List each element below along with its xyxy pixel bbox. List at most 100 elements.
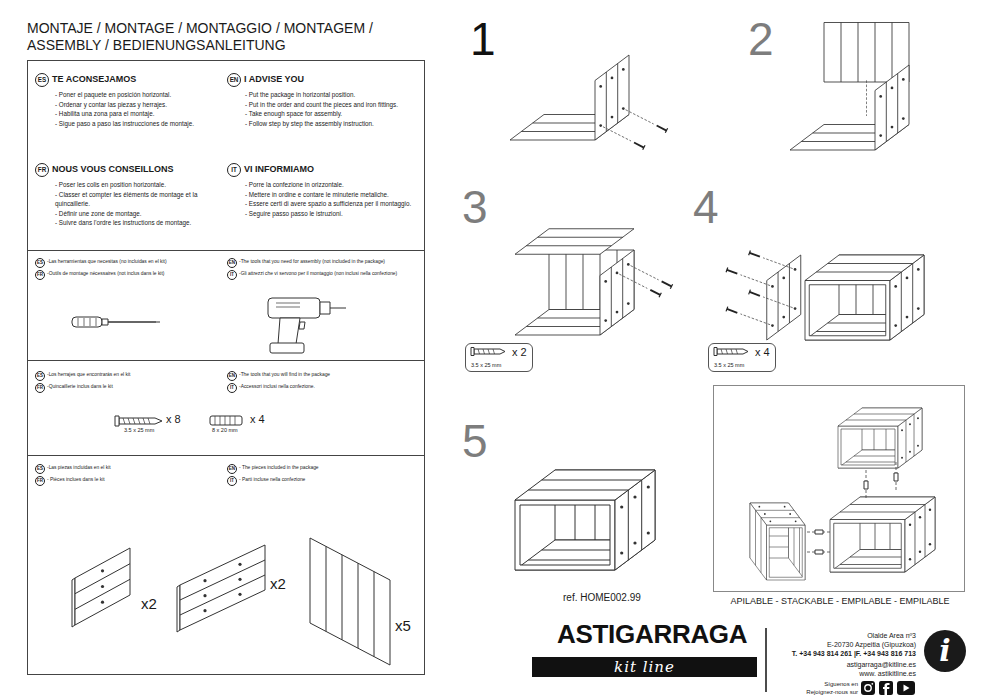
screwdriver-drawing xyxy=(72,317,160,327)
youtube-icon xyxy=(897,681,915,695)
instagram-icon xyxy=(861,681,875,695)
language-badge: IT xyxy=(227,383,237,393)
language-badge: EN xyxy=(227,464,237,474)
language-badge: ES xyxy=(35,73,49,87)
end-panel-piece xyxy=(75,548,130,625)
language-badge: EN xyxy=(227,371,237,381)
node-text: VI INFORMIAMO xyxy=(244,164,419,175)
stacked-crates xyxy=(750,503,805,580)
step-4-drawing xyxy=(749,250,794,270)
step-number: 4 xyxy=(693,184,719,230)
node-text: -The tools that you need for assembly (n… xyxy=(239,259,422,266)
node-text: - Habilita una zona para el montaje. xyxy=(55,109,225,119)
node-text: FR xyxy=(38,167,46,173)
node-text: I ADVISE YOU xyxy=(244,74,419,85)
dowel-drawing xyxy=(215,416,235,425)
node-text: NOUS VOUS CONSEILLONS xyxy=(52,164,222,175)
back-sheet-piece xyxy=(326,546,374,656)
text-group: I ADVISE YOU xyxy=(244,74,419,85)
node-text: EN xyxy=(230,77,239,83)
instagram-icon xyxy=(871,683,873,685)
text-group: Rejoignez-nous sur xyxy=(768,689,858,696)
step-number: 2 xyxy=(748,16,774,62)
node-text: i xyxy=(939,636,950,666)
drill-drawing xyxy=(268,298,346,353)
dowel-drawing xyxy=(210,416,242,425)
text-group: - Poser les colis en position horizontal… xyxy=(55,180,225,228)
node-text: - The pieces included in the package xyxy=(239,465,422,472)
node-text: -Quincaillerie inclus dans le kit xyxy=(47,384,225,391)
node-text: IT xyxy=(230,273,234,278)
text-group: x2 xyxy=(270,576,286,591)
node-text: IT xyxy=(230,479,234,484)
hardware-callout: 3.5 x 25 mmx 4 xyxy=(708,343,776,372)
back-sheet-piece xyxy=(310,538,390,665)
stacked-crates xyxy=(750,408,935,580)
youtube-icon xyxy=(904,685,910,692)
reference-code: ref. HOME002.99 xyxy=(563,593,641,603)
screwdriver-drawing xyxy=(156,322,160,323)
text-group: x 8 xyxy=(166,414,181,425)
callout-screw xyxy=(471,348,505,356)
node-text: IT xyxy=(230,386,234,391)
text-group: -Outils de montage nécessaires (not incl… xyxy=(47,271,225,278)
text-group: T. +34 943 814 261 |F. +34 943 816 713 xyxy=(766,650,916,658)
end-panel-piece xyxy=(101,569,104,572)
node-text: - Définir une zone de montage. xyxy=(55,209,225,219)
node-text: - Parti incluse nella confezione xyxy=(239,477,422,484)
step-number: 1 xyxy=(470,16,496,62)
callout-screw xyxy=(721,349,738,354)
step-3-drawing xyxy=(618,272,661,297)
language-badge: IT xyxy=(227,476,237,486)
contact-line: E-20730 Azpeitia (Gipuzkoa) xyxy=(766,641,916,649)
stacked-crates xyxy=(830,497,935,572)
text-group: 3.5 x 25 mm xyxy=(471,363,531,369)
step-4-drawing xyxy=(726,267,771,287)
language-badge: EN xyxy=(227,73,241,87)
text-group: x 4 xyxy=(755,347,775,358)
text-group: - Pièces inclues dans le kit xyxy=(47,477,225,484)
node-text: - Follow step by step the assembly instr… xyxy=(245,119,423,129)
separator-line xyxy=(765,628,767,692)
step-number: 5 xyxy=(462,418,488,464)
step-4-drawing xyxy=(726,250,924,340)
node-text: - Take enough space for assembly. xyxy=(245,109,423,119)
node-text: - Porre la confezione in orizzontale. xyxy=(245,180,423,190)
node-text: -Gli attrezzi che vi servono per il mont… xyxy=(239,271,422,278)
screw-drawing xyxy=(123,418,150,424)
quantity-label: x 8 xyxy=(166,414,181,425)
node-text: - Essere certi di avere spazio a suffici… xyxy=(245,199,423,209)
stacked-crates xyxy=(815,550,823,554)
step-4-drawing xyxy=(767,255,801,340)
text-group: 5 xyxy=(462,418,488,464)
node-text: FR xyxy=(37,386,43,391)
facebook-icon xyxy=(883,683,890,695)
step-1-drawing xyxy=(595,55,629,140)
stacked-crates xyxy=(815,530,823,534)
end-panel-piece xyxy=(75,564,130,610)
social-label: Síguenos en xyxy=(768,681,858,688)
node-text: -Los herrajes que encontrarás en el kit xyxy=(47,372,225,379)
hardware-section: -Los herrajes que encontrarás en el kit -… xyxy=(27,360,425,456)
facebook-icon xyxy=(879,681,893,695)
text-group: -Las herramientas que necesitas (no incl… xyxy=(47,259,225,266)
text-group: - Put the package in horizontal position… xyxy=(245,90,423,128)
stacked-crates xyxy=(864,481,868,489)
hardware-callout: 3.5 x 25 mm x 2 xyxy=(465,343,533,372)
contact-line: T. +34 943 814 261 |F. +34 943 816 713 xyxy=(766,650,916,658)
step-4-drawing xyxy=(726,307,771,327)
text-group: x 2 xyxy=(512,347,532,358)
language-badge: IT xyxy=(227,163,241,177)
drill-drawing xyxy=(330,308,346,309)
callout-screw xyxy=(717,349,748,354)
node-text: -The tools that you will find in the pac… xyxy=(239,372,422,379)
node-text: x 4 xyxy=(755,347,770,358)
node-text: - Suivre dans l'ordre les instructions d… xyxy=(55,218,225,228)
node-text: -Outils de montage nécessaires (not incl… xyxy=(47,271,225,278)
node-text: EN xyxy=(229,261,235,266)
step-1-drawing xyxy=(602,124,645,149)
node-text: x 2 xyxy=(512,347,527,358)
screw-drawing xyxy=(115,416,119,426)
instagram-icon xyxy=(865,685,871,691)
